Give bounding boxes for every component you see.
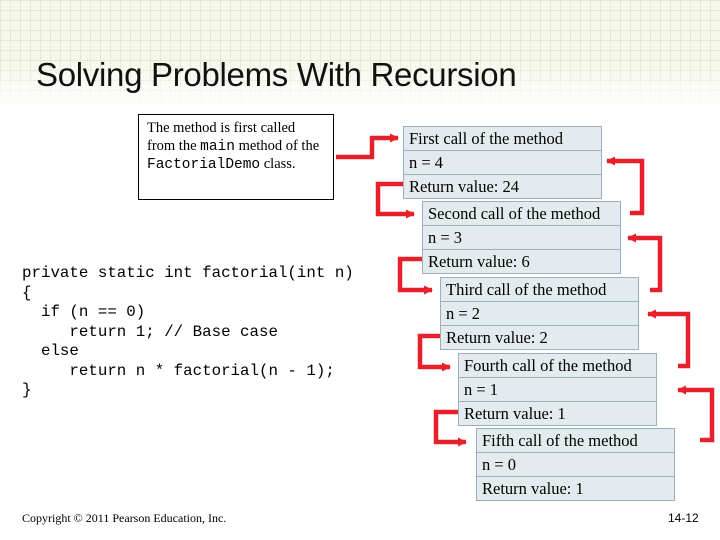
arrow-third-to-second bbox=[627, 233, 663, 293]
note-class-code: FactorialDemo bbox=[147, 157, 261, 173]
code-line: return n * factorial(n - 1); bbox=[22, 361, 335, 380]
arrow-fourth-to-fifth bbox=[433, 409, 467, 447]
code-line: { bbox=[22, 283, 32, 302]
arrow-second-to-first bbox=[606, 156, 645, 216]
call-return-value: Return value: 24 bbox=[409, 177, 519, 196]
call-return-value: Return value: 2 bbox=[446, 328, 548, 347]
call-n-value: n = 1 bbox=[459, 378, 656, 402]
call-return-value: Return value: 6 bbox=[428, 252, 530, 271]
arrow-note-to-first bbox=[336, 133, 399, 160]
code-line: else bbox=[22, 342, 79, 360]
call-return-value: Return value: 1 bbox=[482, 479, 584, 498]
call-n-value: n = 3 bbox=[423, 226, 620, 250]
call-title: Second call of the method bbox=[423, 202, 620, 226]
header-fade bbox=[0, 60, 720, 110]
code-line: return 1; // Base case bbox=[22, 322, 278, 341]
call-title: First call of the method bbox=[404, 127, 601, 151]
call-box-3: Third call of the method n = 2 Return va… bbox=[440, 277, 639, 350]
note-text-2: method of the bbox=[234, 137, 320, 154]
call-n-value: n = 0 bbox=[477, 453, 674, 477]
arrow-first-to-second bbox=[375, 181, 415, 219]
first-call-note: The method is first called from the main… bbox=[138, 114, 334, 200]
slide-title: Solving Problems With Recursion bbox=[36, 56, 517, 93]
call-box-5: Fifth call of the method n = 0 Return va… bbox=[476, 428, 675, 501]
call-title: Third call of the method bbox=[441, 278, 638, 302]
call-n-value: n = 4 bbox=[404, 151, 601, 175]
note-text-1: The method is first called from the bbox=[147, 120, 296, 154]
call-box-2: Second call of the method n = 3 Return v… bbox=[422, 201, 621, 274]
call-title: Fifth call of the method bbox=[477, 429, 674, 453]
call-box-4: Fourth call of the method n = 1 Return v… bbox=[458, 353, 657, 426]
arrow-second-to-third bbox=[397, 256, 433, 295]
arrow-fourth-to-third bbox=[647, 309, 691, 369]
code-line: } bbox=[22, 381, 32, 399]
call-box-1: First call of the method n = 4 Return va… bbox=[403, 126, 602, 199]
note-text-3: class. bbox=[260, 156, 296, 172]
arrow-third-to-fourth bbox=[417, 333, 451, 372]
call-return-value: Return value: 1 bbox=[464, 404, 566, 423]
slide-number: 14-12 bbox=[668, 511, 699, 525]
arrow-fifth-to-fourth bbox=[677, 385, 715, 443]
note-main-code: main bbox=[200, 138, 235, 155]
call-title: Fourth call of the method bbox=[459, 354, 656, 378]
factorial-code: private static int factorial(int n) { if… bbox=[22, 264, 354, 401]
copyright-footer: Copyright © 2011 Pearson Education, Inc. bbox=[22, 511, 227, 525]
code-line: private static int factorial(int n) bbox=[22, 264, 354, 282]
call-n-value: n = 2 bbox=[441, 302, 638, 326]
code-line: if (n == 0) bbox=[22, 303, 146, 321]
